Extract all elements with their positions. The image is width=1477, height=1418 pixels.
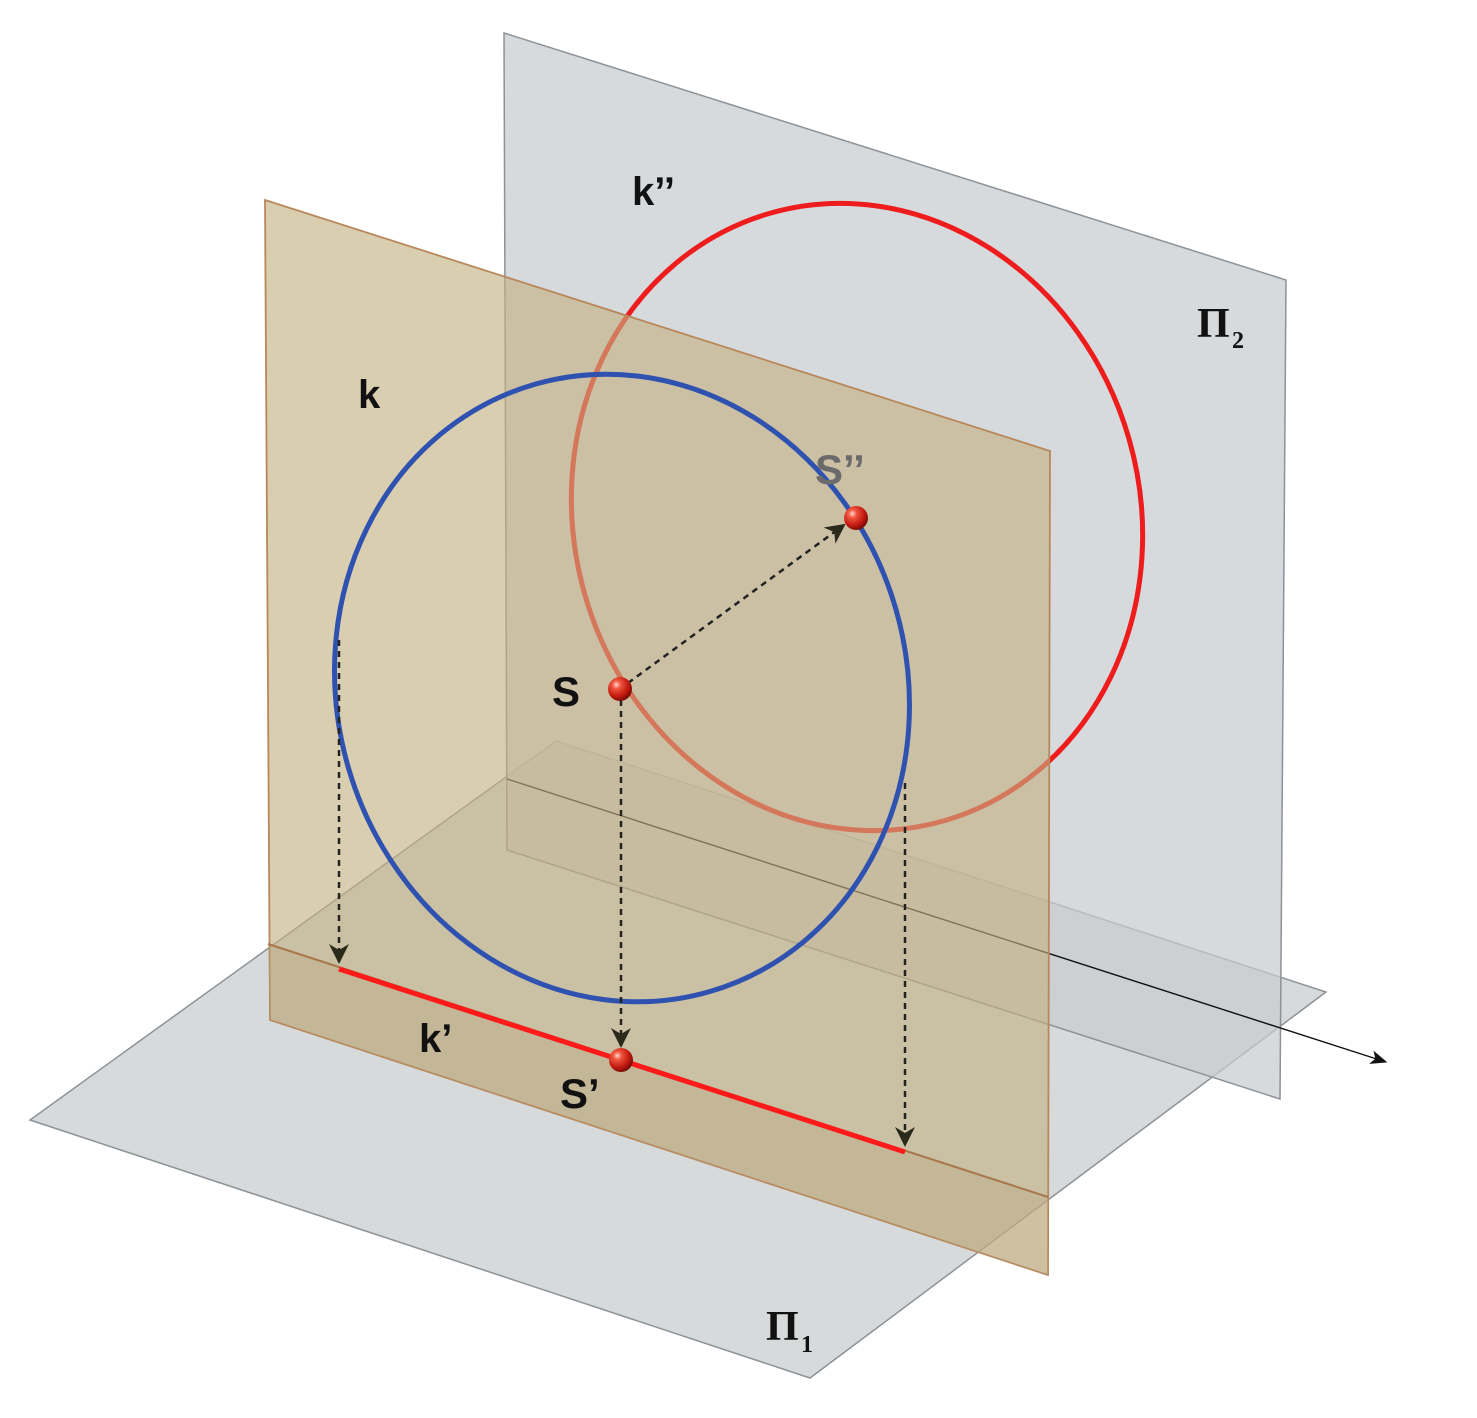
circle-k: [332, 371, 912, 1005]
circle-plane-edge-band: [268, 944, 1048, 1275]
label-pi2: Π 2: [1197, 301, 1244, 354]
label-pi1-subscript: 1: [801, 1332, 813, 1358]
label-k-double-prime: k’’: [632, 170, 675, 214]
projector-s-back: [627, 523, 846, 685]
point-s-prime: [609, 1048, 633, 1072]
label-pi2-subscript: 2: [1232, 328, 1244, 354]
label-pi1-symbol: Π: [766, 1304, 799, 1350]
label-s: S: [552, 668, 580, 715]
label-s-prime: S’: [560, 1070, 600, 1117]
label-s-double-prime: S’’: [815, 446, 865, 493]
label-k: k: [358, 373, 381, 417]
label-pi2-symbol: Π: [1197, 301, 1230, 347]
point-s: [608, 677, 632, 701]
point-s-double-prime: [844, 506, 868, 530]
label-k-prime: k’: [419, 1017, 452, 1061]
label-pi1: Π 1: [766, 1304, 813, 1358]
